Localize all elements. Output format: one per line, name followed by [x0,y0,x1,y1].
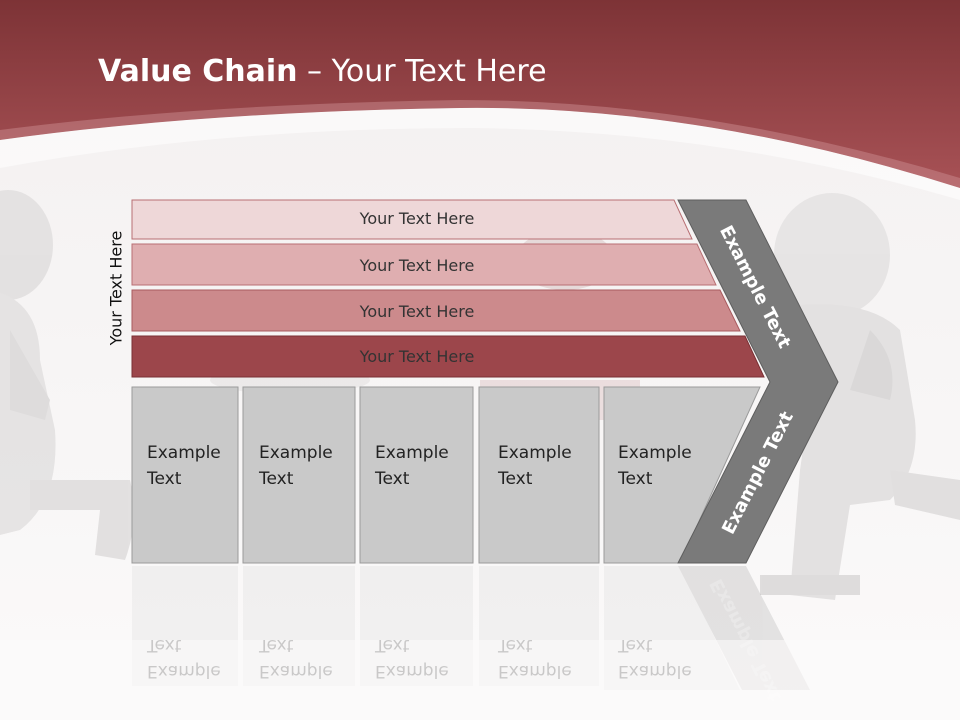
cards [131,386,761,564]
row-label-3: Your Text Here [359,302,475,321]
slide-title: Value Chain – Your Text Here [98,54,547,89]
vertical-label: Your Text Here [106,230,126,346]
figure-illustration-right [760,193,960,600]
row-bars [131,199,765,378]
row-label-1: Your Text Here [359,209,475,228]
row-label-2: Your Text Here [359,256,475,275]
chevron-arrow [677,199,839,564]
figure-illustration-left [0,190,134,560]
row-label-4: Your Text Here [359,347,475,366]
